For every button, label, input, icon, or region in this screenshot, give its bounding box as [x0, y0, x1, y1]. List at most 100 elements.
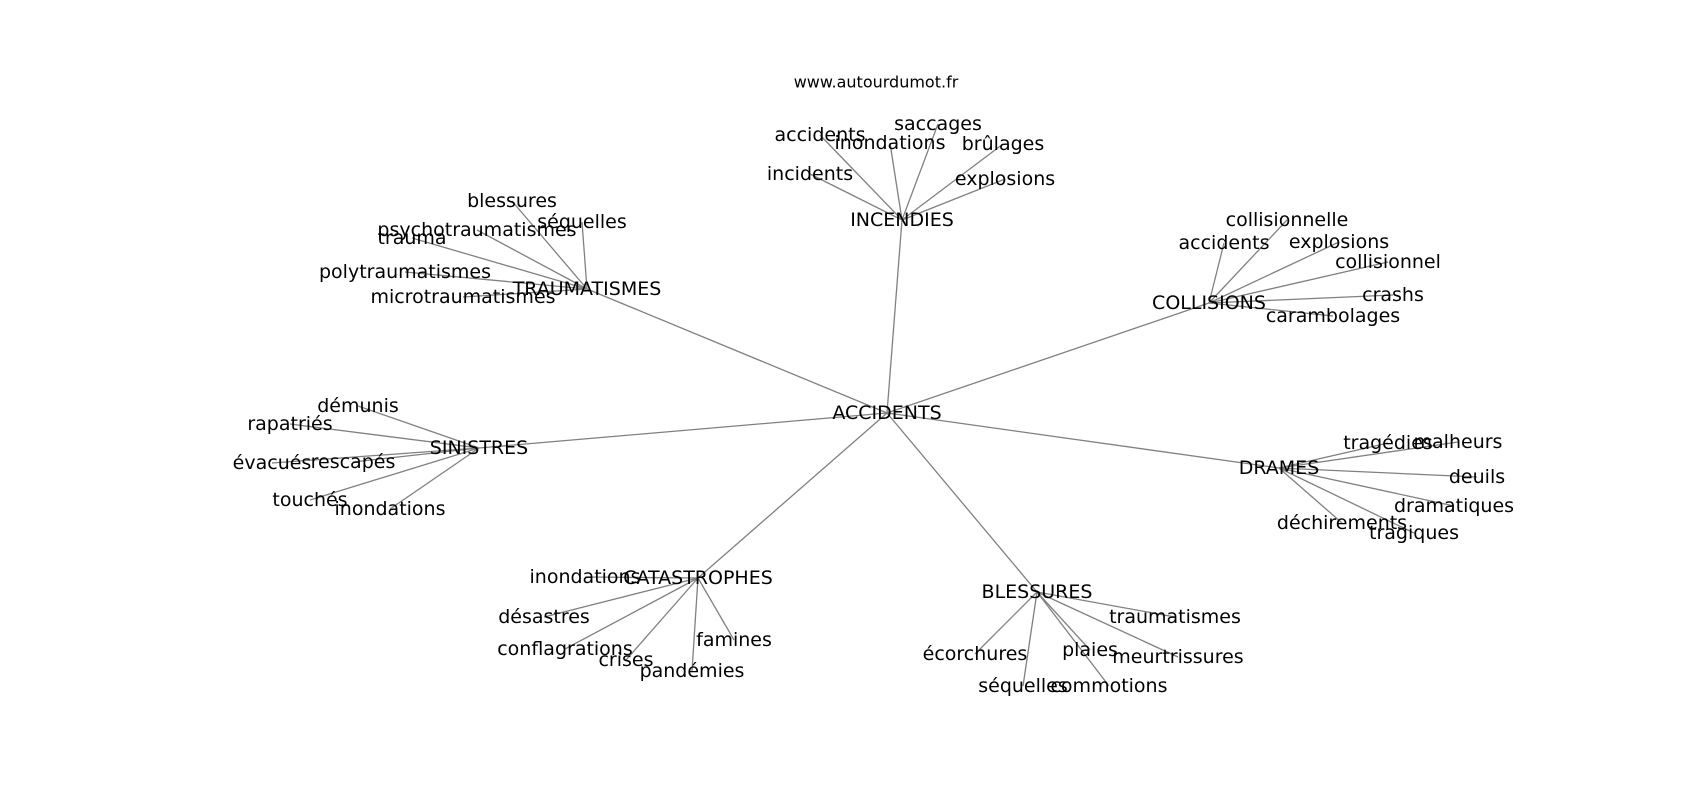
edge-root-traumatismes [586, 288, 888, 414]
site-url: www.autourdumot.fr [794, 73, 959, 92]
node-drames[interactable]: DRAMES [1239, 457, 1320, 479]
node-blessures-meurtrissures[interactable]: meurtrissures [1112, 646, 1243, 668]
node-collisions-explosions[interactable]: explosions [1289, 231, 1389, 253]
edge-blessures-ecorchures [974, 591, 1038, 655]
edge-root-catastrophes [697, 412, 888, 579]
node-catastrophes-pandemies[interactable]: pandémies [640, 660, 745, 682]
edge-traumatismes-trauma [411, 237, 588, 290]
node-collisions-collisionnelle[interactable]: collisionnelle [1226, 209, 1349, 231]
node-incendies-incidents[interactable]: incidents [767, 163, 853, 185]
edge-sinistres-inondations [389, 447, 480, 510]
node-collisions-carambolages[interactable]: carambolages [1266, 305, 1400, 327]
node-sinistres[interactable]: SINISTRES [430, 437, 528, 459]
edge-collisions-collisionnel [1208, 261, 1389, 304]
node-traumatismes-sequelles[interactable]: séquelles [537, 211, 627, 233]
node-traumatismes-polytraumatismes[interactable]: polytraumatismes [319, 261, 491, 283]
edge-catastrophes-inondations [584, 576, 699, 579]
node-drames-tragiques[interactable]: tragiques [1369, 522, 1459, 544]
node-traumatismes-trauma[interactable]: trauma [377, 227, 446, 249]
edge-collisions-carambolages [1208, 302, 1334, 317]
node-drames-tragedies[interactable]: tragédies [1343, 432, 1433, 454]
edge-traumatismes-polytraumatismes [404, 271, 588, 290]
node-incendies-accidents[interactable]: accidents [775, 124, 866, 146]
edge-drames-dechirements [1278, 467, 1343, 524]
node-sinistres-demunis[interactable]: démunis [317, 395, 399, 417]
node-sinistres-touches[interactable]: touchés [272, 489, 347, 511]
node-catastrophes[interactable]: CATASTROPHES [623, 567, 773, 589]
node-drames-malheurs[interactable]: malheurs [1414, 431, 1503, 453]
node-incendies[interactable]: INCENDIES [850, 209, 954, 231]
node-incendies-saccages[interactable]: saccages [894, 113, 982, 135]
edge-collisions-crashs [1208, 294, 1394, 304]
node-drames-dechirements[interactable]: déchirements [1277, 512, 1407, 534]
node-blessures-ecorchures[interactable]: écorchures [923, 643, 1028, 665]
node-catastrophes-crises[interactable]: crises [598, 649, 653, 671]
node-blessures-plaies[interactable]: plaies [1062, 639, 1118, 661]
node-sinistres-rescapes[interactable]: rescapés [311, 451, 396, 473]
node-drames-deuils[interactable]: deuils [1449, 466, 1505, 488]
edge-catastrophes-crises [625, 577, 699, 661]
graph-labels: accidentsinondationssaccagesbrûlagesinci… [233, 113, 1514, 697]
edge-collisions-explosions [1208, 241, 1340, 304]
node-collisions-crashs[interactable]: crashs [1362, 284, 1424, 306]
edge-catastrophes-desastres [543, 577, 699, 618]
edge-traumatismes-psychotraumatismes [476, 229, 588, 290]
edge-sinistres-touches [309, 447, 480, 501]
node-incendies-explosions[interactable]: explosions [955, 168, 1055, 190]
node-blessures-sequelles[interactable]: séquelles [978, 675, 1068, 697]
edge-sinistres-rapatries [289, 423, 480, 449]
edge-drames-deuils [1278, 467, 1478, 478]
edge-blessures-traumatismes [1036, 591, 1176, 618]
edge-root-drames [886, 412, 1280, 469]
edge-traumatismes-microtraumatismes [462, 288, 588, 298]
node-sinistres-inondations[interactable]: inondations [335, 498, 446, 520]
edge-blessures-sequelles [1022, 591, 1038, 687]
edge-incendies-brulages [901, 143, 1004, 221]
node-blessures[interactable]: BLESSURES [982, 581, 1093, 603]
edge-traumatismes-sequelles [581, 221, 588, 290]
node-blessures-commotions[interactable]: commotions [1050, 675, 1167, 697]
node-drames-dramatiques[interactable]: dramatiques [1394, 495, 1514, 517]
edge-drames-malheurs [1278, 441, 1459, 469]
edge-catastrophes-famines [697, 577, 735, 641]
edge-drames-tragiques [1278, 467, 1415, 534]
edge-incendies-incidents [809, 173, 903, 221]
edge-sinistres-demunis [357, 405, 480, 449]
node-catastrophes-desastres[interactable]: désastres [498, 606, 590, 628]
edge-sinistres-evacues [271, 447, 480, 464]
edge-blessures-plaies [1036, 591, 1091, 651]
node-traumatismes-psychotraumatismes[interactable]: psychotraumatismes [377, 219, 576, 241]
node-sinistres-evacues[interactable]: évacués [233, 452, 312, 474]
edge-blessures-meurtrissures [1036, 591, 1179, 658]
node-blessures-traumatismes[interactable]: traumatismes [1109, 606, 1241, 628]
edge-drames-tragedies [1278, 442, 1389, 469]
node-incendies-brulages[interactable]: brûlages [962, 133, 1045, 155]
node-catastrophes-conflagrations[interactable]: conflagrations [497, 638, 633, 660]
node-collisions[interactable]: COLLISIONS [1152, 292, 1266, 314]
node-catastrophes-inondations[interactable]: inondations [530, 566, 641, 588]
edge-root-blessures [886, 412, 1038, 593]
edge-catastrophes-conflagrations [564, 577, 699, 650]
graph-edges [271, 123, 1478, 687]
edge-root-incendies [886, 219, 903, 414]
node-sinistres-rapatries[interactable]: rapatriés [247, 413, 332, 435]
edge-incendies-accidents [819, 134, 903, 221]
node-catastrophes-famines[interactable]: famines [696, 629, 772, 651]
edge-traumatismes-blessures [511, 200, 588, 290]
node-traumatismes-microtraumatismes[interactable]: microtraumatismes [370, 286, 555, 308]
edge-collisions-collisionnelle [1208, 219, 1288, 304]
node-collisions-accidents[interactable]: accidents [1179, 232, 1270, 254]
node-incendies-inondations[interactable]: inondations [835, 132, 946, 154]
node-traumatismes[interactable]: TRAUMATISMES [512, 278, 662, 300]
edge-catastrophes-pandemies [691, 577, 699, 672]
node-collisions-collisionnel[interactable]: collisionnel [1335, 251, 1441, 273]
edge-collisions-accidents [1208, 242, 1225, 304]
edge-sinistres-rescapes [352, 447, 480, 463]
node-root-accidents[interactable]: ACCIDENTS [832, 402, 941, 424]
edge-drames-dramatiques [1278, 467, 1455, 507]
edge-blessures-commotions [1036, 591, 1110, 687]
edge-root-sinistres [478, 412, 888, 449]
edge-incendies-explosions [901, 178, 1006, 221]
node-traumatismes-blessures[interactable]: blessures [467, 190, 557, 212]
